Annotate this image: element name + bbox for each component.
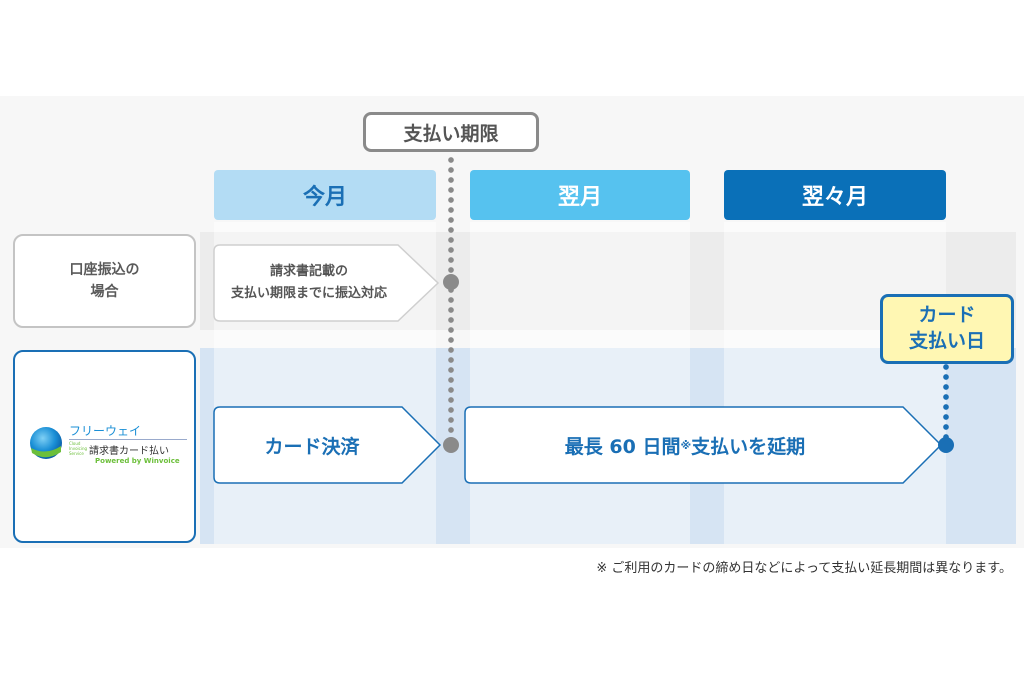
logo-tagline-line2: Invoicing: [69, 446, 88, 451]
deadline-node-card: [443, 437, 459, 453]
logo-tagline-line3: Service: [69, 451, 84, 456]
globe-icon: [30, 427, 62, 459]
footnote: ※ ご利用のカードの締め日などによって支払い延長期間は異なります。: [596, 561, 1012, 576]
month-header-next-label: 翌月: [557, 185, 602, 210]
logo-powered-by: Powered by Winvoice: [95, 457, 180, 465]
column-next-month: [470, 222, 690, 544]
logo-brand-name: フリーウェイ: [69, 424, 142, 438]
card-pay-day-dotted-line: [943, 362, 949, 440]
payment-deferral-arrow: [464, 406, 943, 484]
card-pay-day-line2: 支払い日: [908, 330, 985, 352]
deadline-dotted-line: [448, 155, 454, 445]
card-settle-arrow: [213, 406, 442, 484]
bank-transfer-note-arrow: [213, 244, 440, 322]
logo-underline: [69, 439, 187, 440]
deadline-node-bank: [443, 274, 459, 290]
month-header-this: 今月: [214, 170, 436, 220]
month-header-after-next: 翌々月: [724, 170, 946, 220]
bank-transfer-label-line1: 口座振込の: [69, 261, 140, 278]
freeway-logo: フリーウェイ Cloud Invoicing Service 請求書カード払い …: [29, 424, 189, 472]
logo-tagline-line1: Cloud: [69, 441, 81, 446]
logo-tagline: Cloud Invoicing Service: [69, 441, 87, 456]
bank-transfer-row-label: 口座振込の 場合: [13, 234, 196, 328]
column-month-after-next: [724, 222, 946, 544]
logo-service-name: 請求書カード払い: [89, 446, 169, 457]
month-header-after-next-label: 翌々月: [801, 185, 868, 210]
card-payment-row-label: フリーウェイ Cloud Invoicing Service 請求書カード払い …: [13, 350, 196, 543]
deadline-label: 支払い期限: [403, 122, 499, 145]
card-pay-day-node: [938, 437, 954, 453]
month-header-next: 翌月: [470, 170, 690, 220]
month-header-this-label: 今月: [302, 185, 347, 210]
card-pay-day-line1: カード: [918, 304, 976, 327]
card-pay-day-box: カード 支払い日: [880, 294, 1014, 364]
deadline-label-box: 支払い期限: [363, 112, 539, 152]
bank-transfer-label-line2: 場合: [90, 284, 119, 300]
